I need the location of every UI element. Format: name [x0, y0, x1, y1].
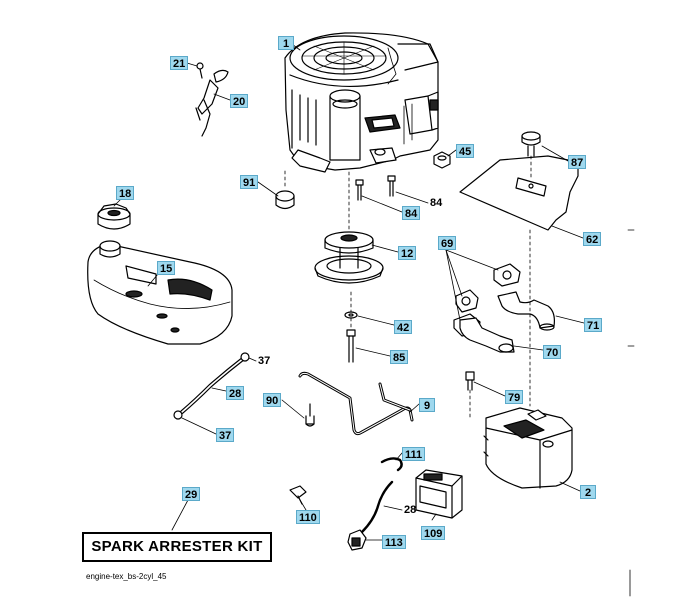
- callout-70: 70: [543, 345, 562, 359]
- wire-28-lower-drawing: [347, 480, 394, 551]
- callout-9: 9: [419, 398, 435, 412]
- label-84-b: 84: [430, 197, 443, 209]
- screw-90-drawing: [305, 403, 315, 427]
- guide-lines: [284, 155, 532, 421]
- fuel-tank-15-drawing: [87, 240, 233, 345]
- bushing-91-drawing: [275, 190, 295, 210]
- callout-87: 87: [568, 155, 587, 169]
- heat-shield-62-drawing: [459, 155, 579, 231]
- callout-18: 18: [116, 186, 135, 200]
- callout-79: 79: [505, 390, 524, 404]
- bolts-84-drawing: [355, 175, 396, 201]
- fuel-line-28-drawing: [173, 352, 250, 420]
- callout-45: 45: [456, 144, 475, 158]
- label-37-a: 37: [258, 355, 271, 367]
- exhaust-pipe-70-drawing: [459, 317, 515, 353]
- callout-1: 1: [278, 36, 294, 50]
- plug-110-drawing: [289, 485, 307, 505]
- callout-91: 91: [240, 175, 259, 189]
- callout-28-a: 28: [226, 386, 245, 400]
- callout-110: 110: [296, 510, 320, 524]
- spark-arrester-kit-label: SPARK ARRESTER KIT: [82, 532, 272, 562]
- relay-109-drawing: [415, 469, 463, 519]
- callout-15: 15: [157, 261, 176, 275]
- callout-20: 20: [230, 94, 249, 108]
- engine-drawing: [284, 32, 439, 173]
- callout-62: 62: [583, 232, 602, 246]
- callout-113: 113: [382, 535, 406, 549]
- callout-37-b: 37: [216, 428, 235, 442]
- label-28-b: 28: [404, 504, 417, 516]
- edge-marks: [627, 229, 635, 597]
- pulley-12-drawing: [314, 231, 384, 284]
- knob-87-drawing: [521, 131, 541, 157]
- exhaust-pipe-71-drawing: [497, 291, 555, 331]
- callout-42: 42: [394, 320, 413, 334]
- bracket-rod-9-drawing: [298, 371, 414, 436]
- muffler-2-drawing: [483, 407, 573, 489]
- callout-111: 111: [402, 447, 426, 461]
- callout-109: 109: [421, 526, 446, 540]
- callout-29: 29: [182, 487, 201, 501]
- callout-84-a: 84: [402, 206, 421, 220]
- nut-45-drawing: [433, 151, 451, 169]
- callout-71: 71: [584, 318, 603, 332]
- callout-85: 85: [390, 350, 409, 364]
- diagram-filename: engine-tex_bs-2cyl_45: [86, 572, 167, 581]
- callout-21: 21: [170, 56, 189, 70]
- fuel-cap-18-drawing: [97, 203, 131, 230]
- throttle-assembly-drawing: [195, 62, 229, 137]
- callout-2: 2: [580, 485, 596, 499]
- callout-69: 69: [438, 236, 457, 250]
- callout-90: 90: [263, 393, 282, 407]
- callout-12: 12: [398, 246, 417, 260]
- leader-lines: [113, 41, 585, 541]
- screw-79-drawing: [465, 371, 475, 391]
- wire-111-drawing: [380, 457, 403, 472]
